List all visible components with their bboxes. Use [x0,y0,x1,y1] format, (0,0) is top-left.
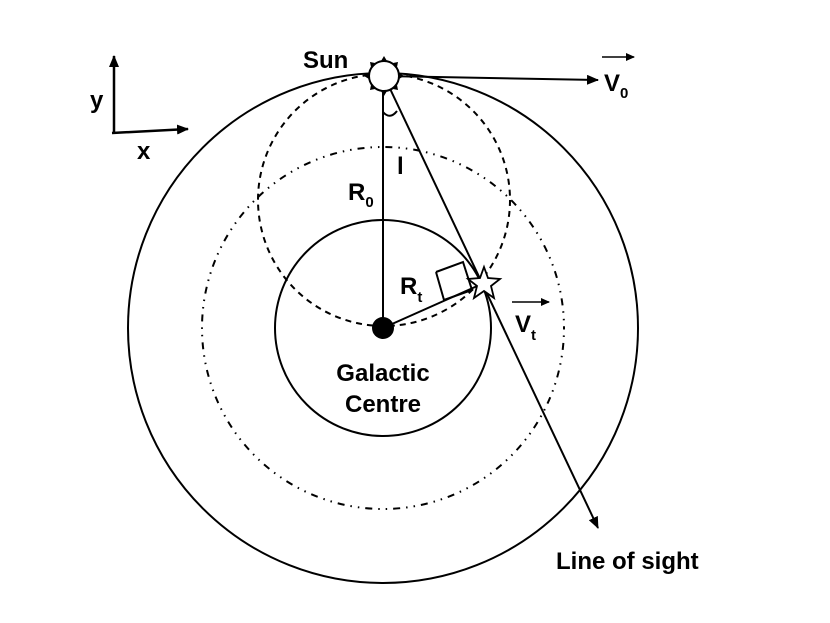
star-icon [465,264,503,301]
line-of-sight-line [383,75,599,529]
tangent-point-locus-circle [257,73,511,327]
rt-radius-line [382,282,485,329]
v0-velocity-arrow [383,74,599,85]
v0-label: V0 [604,70,628,102]
vt-label: Vt [515,311,536,344]
galactic-centre-label-line1: Galactic [336,360,429,387]
longitude-angle-label: l [397,153,404,180]
r0-label: R0 [348,179,374,211]
coordinate-axes [109,55,189,135]
star-orbit-circle [201,146,565,510]
y-axis-label: y [90,87,104,114]
galactic-centre-dot [372,317,394,339]
x-axis-label: x [137,138,151,165]
sun-label: Sun [303,47,348,74]
longitude-angle-arc [382,110,398,117]
rt-label: Rt [400,273,422,306]
sun-icon [364,56,404,96]
right-angle-marker [435,260,474,302]
galactic-centre-label-line2: Centre [345,391,421,418]
x-axis-arrow [111,124,189,135]
line-of-sight-label: Line of sight [556,548,699,575]
